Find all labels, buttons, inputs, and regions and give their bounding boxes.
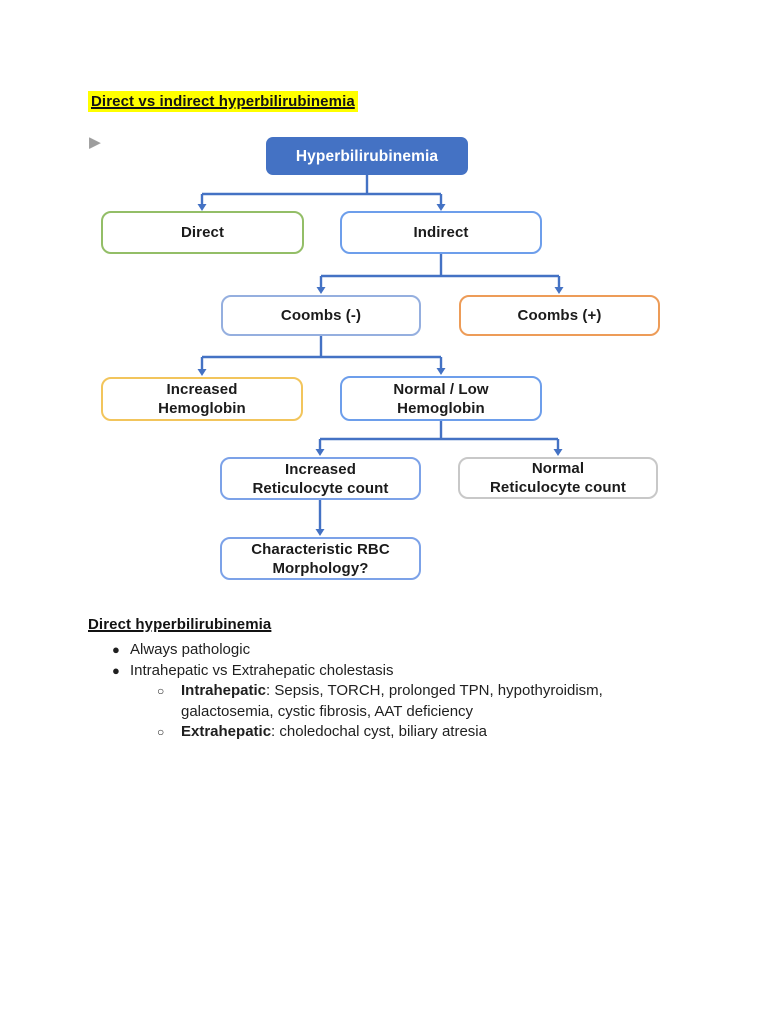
list-item-text: Always pathologic [130, 641, 251, 658]
connector-normlow-to-retic [318, 421, 560, 449]
arrowhead-norm-retic [553, 449, 563, 456]
page-title: Direct vs indirect hyperbilirubinemia [88, 91, 358, 112]
list-item-lead: Intrahepatic [181, 682, 267, 699]
flowchart-node-coombs-negative: Coombs (-) [221, 295, 421, 336]
connector-root-to-row1 [200, 175, 443, 204]
arrowhead-char-rbc [315, 529, 325, 536]
bullet-icon: ● [112, 642, 120, 657]
arrowhead-inc-retic [315, 449, 325, 456]
flowchart-node-coombs-positive: Coombs (+) [459, 295, 660, 336]
flowchart-node-normal-reticulocyte: Normal Reticulocyte count [458, 457, 658, 499]
list-item: ○ Intrahepatic: Sepsis, TORCH, prolonged… [88, 681, 668, 722]
direct-hyperbilirubinemia-section: Direct hyperbilirubinemia ● Always patho… [88, 616, 668, 743]
flowchart-node-characteristic-rbc: Characteristic RBC Morphology? [220, 537, 421, 580]
list-item: ○ Extrahepatic: choledochal cyst, biliar… [88, 722, 668, 743]
flowchart-node-normal-low-hemoglobin: Normal / Low Hemoglobin [340, 376, 542, 421]
arrowhead-inc-hgb [197, 369, 207, 376]
circle-bullet-icon: ○ [157, 725, 165, 739]
arrowhead-direct [197, 204, 207, 211]
arrowhead-indirect [436, 204, 446, 211]
flowchart-node-direct: Direct [101, 211, 304, 254]
list-item-rest: : Sepsis, TORCH, prolonged TPN, hypothyr… [181, 682, 603, 720]
connector-indirect-to-coombs [319, 254, 561, 287]
connector-coombsneg-to-hgb [200, 336, 443, 369]
list-item-text: Intrahepatic vs Extrahepatic cholestasis [130, 661, 394, 679]
arrowhead-coombs-pos [554, 287, 564, 294]
bullet-icon: ● [112, 662, 120, 678]
section-heading: Direct hyperbilirubinemia [88, 616, 272, 633]
arrowhead-coombs-neg [316, 287, 326, 294]
flowchart-node-hyperbilirubinemia: Hyperbilirubinemia [266, 137, 468, 175]
list-item: ● Intrahepatic vs Extrahepatic cholestas… [88, 661, 668, 682]
circle-bullet-icon: ○ [157, 684, 165, 698]
expand-triangle-icon: ▶ [89, 134, 101, 151]
flowchart-node-increased-reticulocyte: Increased Reticulocyte count [220, 457, 421, 500]
flowchart-node-increased-hemoglobin: Increased Hemoglobin [101, 377, 303, 421]
list-item-rest: : choledochal cyst, biliary atresia [271, 723, 487, 740]
list-item-lead: Extrahepatic [181, 723, 272, 740]
list-item: ● Always pathologic [88, 640, 668, 661]
list-item-text: Extrahepatic: choledochal cyst, biliary … [181, 722, 487, 743]
list-item-text: Intrahepatic: Sepsis, TORCH, prolonged T… [181, 681, 628, 722]
flowchart-node-indirect: Indirect [340, 211, 542, 254]
arrowhead-norm-low [436, 368, 446, 375]
